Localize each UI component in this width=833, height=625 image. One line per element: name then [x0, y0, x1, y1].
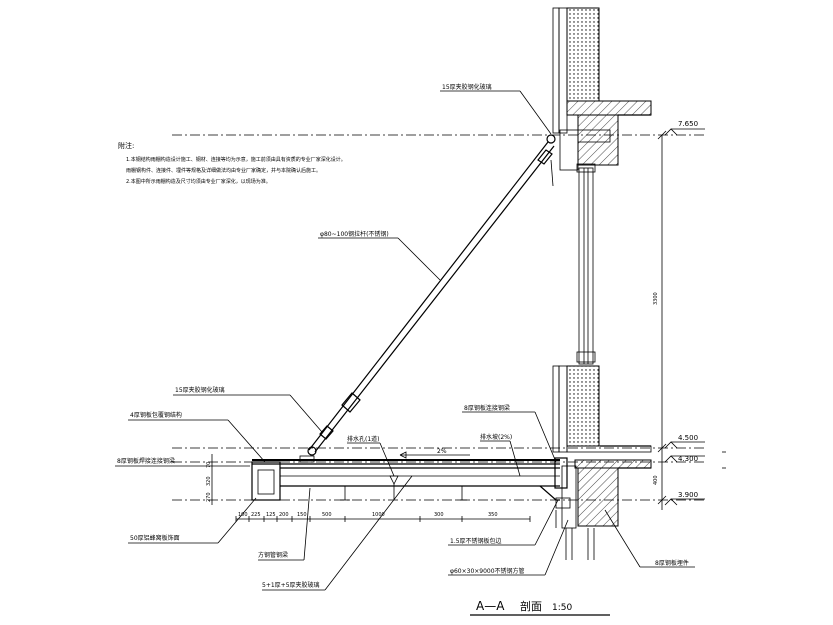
level-mark-3900: 3.900: [664, 491, 705, 506]
callout-pipe-text: φ60×30×9000不锈钢方管: [450, 567, 525, 575]
callout-steel-beam-text: 方钢管钢梁: [258, 551, 288, 559]
callout-1-5-text: 1.5厚不锈钢板包边: [450, 537, 502, 545]
dimension-chain: 100 225 125 200 150 500 1000 300 350: [235, 512, 531, 522]
building-wall: [552, 7, 652, 560]
callout-8-left-text: 8厚钢板焊接连接钢梁: [117, 457, 175, 465]
dim-70: 70: [206, 462, 212, 468]
dim-400: 400: [653, 475, 659, 485]
callout-slope-text: 排水坡(2%): [480, 433, 512, 441]
level-mark-4500: 4.500: [664, 434, 705, 449]
dim-500: 500: [322, 512, 332, 518]
callout-5: 5+1厚+5厚夹胶玻璃: [262, 475, 413, 591]
callout-4-text: 4厚钢板包覆钢结构: [130, 411, 182, 419]
slope-label: 2%: [437, 448, 447, 455]
dim-320: 320: [206, 476, 212, 486]
note-line-1: 1.本钢结构雨棚构造设计施工、钢材、连接等均为示意，施工前须由具有资质的专业厂家…: [126, 156, 346, 163]
dim-150: 150: [297, 512, 307, 518]
callout-5-text: 5+1厚+5厚夹胶玻璃: [262, 581, 320, 589]
dim-350: 350: [488, 512, 498, 518]
vertical-dimension: 3300 400: [653, 130, 667, 510]
callout-8-right: 8厚钢板连接钢梁: [462, 404, 557, 463]
callout-15-top-text: 15厚夹胶钢化玻璃: [442, 83, 492, 91]
slope-indicator: 2%: [399, 448, 470, 459]
callout-50: 50厚铝蜂窝板饰面: [128, 497, 257, 544]
dim-100: 100: [238, 512, 248, 518]
section-scale: 1:50: [552, 603, 572, 613]
section-title: A—A 剖面 1:50: [470, 599, 610, 616]
dim-225: 225: [251, 512, 261, 518]
callout-slope: 排水坡(2%): [480, 433, 521, 477]
dim-1000: 1000: [372, 512, 385, 518]
dim-125: 125: [266, 512, 276, 518]
level-mark-7650: 7.650: [664, 120, 705, 136]
callout-steel-beam: 方钢管钢梁: [258, 487, 311, 561]
callout-8-bottom: 8厚钢板埋件: [604, 509, 695, 568]
section-name: A—A: [476, 599, 505, 613]
left-dims: 70 320 270: [206, 454, 213, 505]
callout-drain-text: 排水孔(1道): [347, 435, 380, 443]
callout-15-left-text: 15厚夹胶钢化玻璃: [175, 386, 225, 394]
dim-3300: 3300: [653, 292, 659, 305]
canopy: [251, 455, 571, 528]
note-line-2: 雨棚钢构件、连接件、埋件等规格及详细做法均由专业厂家确定，并与本院确认后施工。: [126, 167, 321, 174]
callout-rod-text: φ80~100钢拉杆(不锈钢): [320, 230, 389, 238]
callout-8-bottom-text: 8厚钢板埋件: [655, 559, 689, 567]
callout-8-right-text: 8厚钢板连接钢梁: [464, 404, 510, 412]
dim-200: 200: [279, 512, 289, 518]
callout-drain: 排水孔(1道): [347, 435, 395, 477]
tension-rod: [307, 134, 556, 456]
dim-270: 270: [206, 492, 212, 502]
note-line-3: 2.本图中所示雨棚构造及尺寸均须由专业厂家深化，以现场为准。: [126, 178, 271, 185]
level-7650-label: 7.650: [678, 120, 698, 128]
callout-rod: φ80~100钢拉杆(不锈钢): [318, 230, 441, 281]
callout-8-left: 8厚钢板焊接连接钢梁: [115, 457, 250, 467]
callout-15-left: 15厚夹胶钢化玻璃: [173, 386, 323, 433]
callout-50-text: 50厚铝蜂窝板饰面: [130, 534, 180, 542]
notes-block: 附注: 1.本钢结构雨棚构造设计施工、钢材、连接等均为示意，施工前须由具有资质的…: [118, 141, 346, 185]
level-mark-4300: 4.300: [664, 455, 705, 463]
level-4300-label: 4.300: [678, 455, 698, 463]
notes-title: 附注:: [118, 141, 134, 150]
section-suffix: 剖面: [520, 599, 542, 613]
level-lines: [172, 134, 705, 501]
level-3900-label: 3.900: [678, 491, 698, 499]
level-4500-label: 4.500: [678, 434, 698, 442]
callout-15-top: 15厚夹胶钢化玻璃: [440, 83, 552, 135]
callout-4: 4厚钢板包覆钢结构: [128, 411, 266, 463]
dim-300: 300: [434, 512, 444, 518]
callout-1-5: 1.5厚不锈钢板包边: [448, 499, 559, 546]
callout-pipe: φ60×30×9000不锈钢方管: [448, 519, 569, 576]
